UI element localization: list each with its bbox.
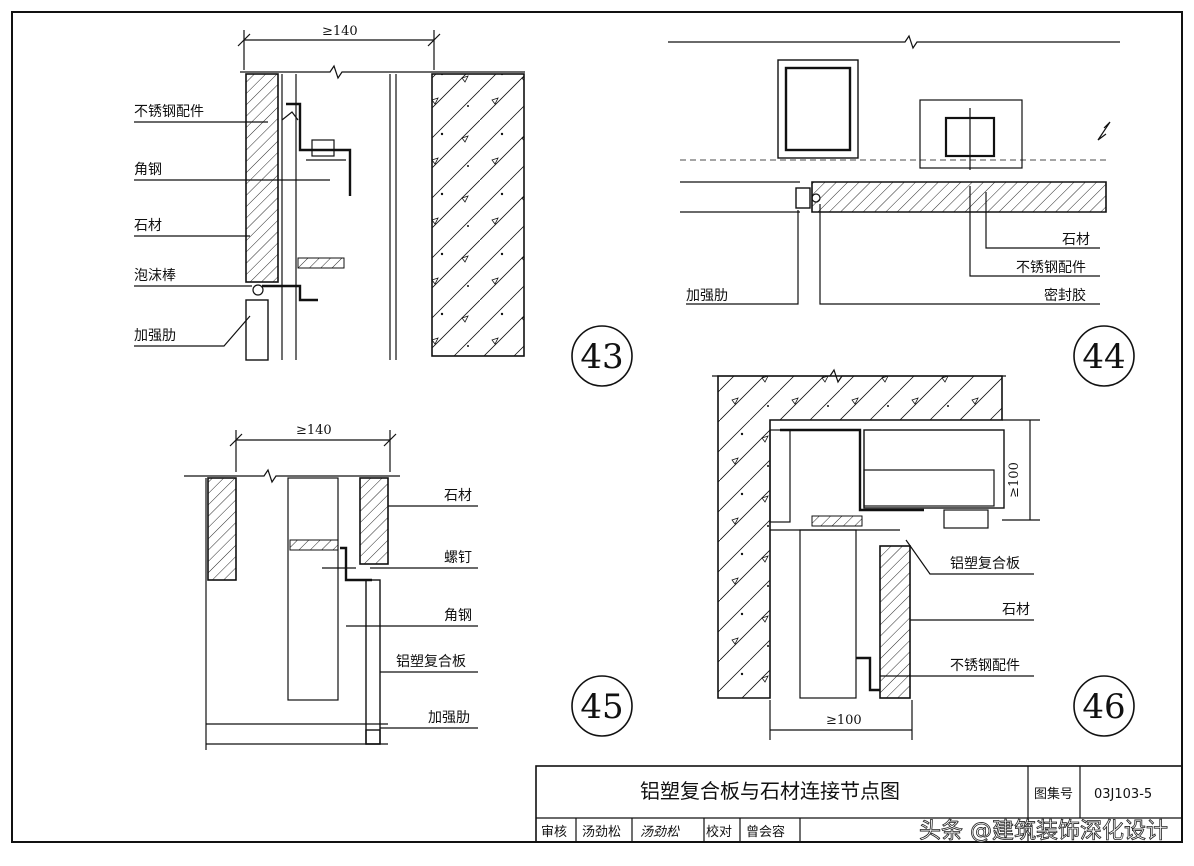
lower-clip — [297, 257, 345, 269]
stainless-fitting — [856, 656, 880, 692]
lower-bracket — [262, 284, 318, 302]
checker-name: 曾会容 — [746, 824, 785, 840]
break-line — [184, 468, 400, 484]
panel-stiffener — [863, 469, 995, 507]
foam-rod — [252, 284, 264, 296]
detail-number-46: 46 — [1082, 687, 1125, 727]
steel-tube — [784, 66, 852, 152]
label-angle-steel: 角钢 — [134, 162, 162, 178]
detail-43: ≥140 不锈钢配件 角钢 石材 泡沫棒 加强肋 43 — [134, 24, 633, 387]
label-stone: 石材 — [444, 488, 472, 504]
leader — [819, 204, 1100, 305]
watermark: 头条 @建筑装饰深化设计 — [919, 819, 1168, 844]
dim-tick — [427, 33, 441, 47]
detail-number-circle — [1073, 675, 1135, 737]
break-mark — [1097, 121, 1111, 141]
steel-bracket — [780, 428, 924, 512]
label-stiffener: 加强肋 — [428, 710, 470, 726]
reviewer-signature: 汤劲松 — [640, 825, 680, 840]
label-stainless-fitting: 不锈钢配件 — [1016, 260, 1086, 276]
label-aluminum-composite-panel: 铝塑复合板 — [950, 555, 1020, 572]
bolt-block — [311, 139, 335, 157]
aluminum-composite-panel — [365, 579, 381, 745]
dimension-45: ≥140 — [296, 423, 332, 438]
atlas-number: 03J103-5 — [1094, 787, 1152, 802]
label-stiffener: 加强肋 — [686, 288, 728, 304]
stiffener-rib — [365, 729, 381, 745]
label-screw: 螺钉 — [444, 550, 472, 566]
leader — [134, 315, 251, 347]
break-line — [668, 34, 1120, 50]
clip — [811, 515, 863, 527]
bolt-plate — [943, 509, 989, 529]
detail-44: 石材 不锈钢配件 加强肋 密封胶 44 — [668, 34, 1135, 387]
title-block-frame — [535, 765, 1183, 843]
label-angle-steel: 角钢 — [444, 608, 472, 624]
leader — [686, 210, 799, 305]
stone-panel — [245, 73, 279, 283]
stone-panel — [811, 181, 1107, 213]
concrete-wall — [431, 73, 525, 357]
dimension-46-vertical: ≥100 — [1007, 462, 1022, 498]
detail-46: ≥100 ≥100 铝塑复合板 石材 不锈钢配件 46 — [712, 368, 1135, 740]
label-stainless-fitting: 不锈钢配件 — [950, 658, 1020, 674]
stiffener-rib — [245, 299, 269, 361]
stone-panel — [879, 545, 911, 699]
detail-number-circle — [1073, 325, 1135, 387]
label-sealant: 密封胶 — [1044, 287, 1086, 304]
dim-tick — [229, 433, 243, 447]
dimension-46-bottom: ≥100 — [826, 713, 862, 728]
leader — [905, 539, 1034, 575]
stainless-clip — [281, 111, 299, 121]
label-aluminum-composite-panel: 铝塑复合板 — [396, 653, 466, 670]
atlas-label: 图集号 — [1034, 786, 1073, 802]
detail-45: ≥140 石材 螺钉 角钢 铝塑复合板 加强肋 45 — [184, 423, 633, 750]
embed-plate — [769, 429, 791, 523]
drawing-title: 铝塑复合板与石材连接节点图 — [640, 779, 900, 803]
dim-tick — [383, 433, 397, 447]
cavity-frame — [799, 529, 857, 699]
break-line — [240, 64, 525, 80]
label-stone: 石材 — [134, 218, 162, 234]
label-foam-rod: 泡沫棒 — [134, 268, 176, 284]
label-stone: 石材 — [1062, 232, 1090, 248]
break-line — [712, 368, 1006, 384]
stiffener-rib — [795, 187, 811, 209]
stone-panel-right — [359, 477, 389, 565]
stone-panel-left — [207, 477, 237, 581]
dimension-43: ≥140 — [322, 24, 358, 39]
sealant — [811, 193, 821, 203]
detail-number-44: 44 — [1082, 337, 1125, 377]
steel-tube-outer — [777, 59, 859, 159]
bracket-box — [919, 99, 1023, 169]
label-stiffener: 加强肋 — [134, 328, 176, 344]
dim-tick — [237, 33, 251, 47]
concrete-corner — [717, 375, 1003, 699]
detail-number-43: 43 — [580, 337, 623, 377]
detail-number-circle — [571, 675, 633, 737]
label-stainless-fitting: 不锈钢配件 — [134, 104, 204, 120]
reviewer-name: 汤劲松 — [582, 825, 621, 840]
leader — [969, 186, 1100, 277]
title-block: 铝塑复合板与石材连接节点图 图集号 03J103-5 审核 汤劲松 汤劲松 校对… — [535, 765, 1183, 843]
angle-clip — [289, 539, 339, 551]
review-label: 审核 — [541, 825, 567, 840]
detail-number-circle — [571, 325, 633, 387]
label-stone: 石材 — [1002, 602, 1030, 618]
detail-number-45: 45 — [580, 687, 623, 727]
cavity-frame — [287, 477, 339, 701]
aluminum-composite-panel — [863, 429, 1005, 509]
leader — [985, 192, 1100, 249]
angle-steel — [286, 102, 352, 196]
check-label: 校对 — [706, 824, 732, 840]
angle-steel — [340, 546, 372, 582]
